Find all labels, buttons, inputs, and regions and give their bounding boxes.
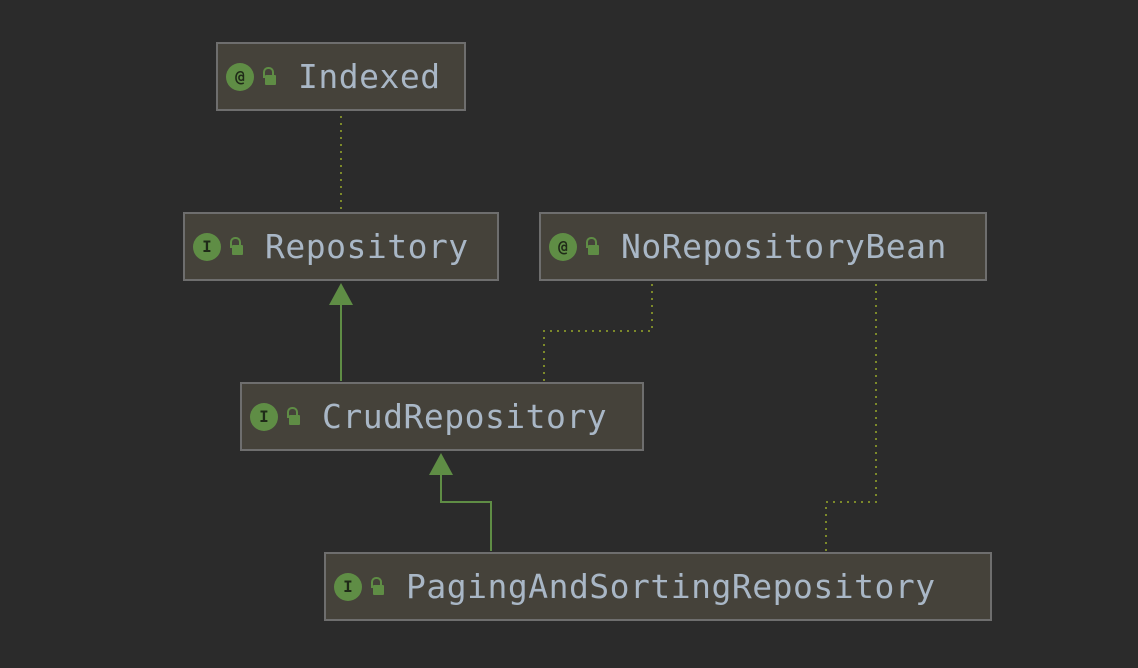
arrowhead-crud [429,453,453,475]
annotation-badge-icon: @ [226,62,254,91]
unlocked-padlock-icon [260,65,282,89]
edge-paging-crud [440,474,492,551]
node-pagingandsortingrepository[interactable]: I PagingAndSortingRepository [324,552,992,621]
unlocked-padlock-icon [227,235,249,259]
node-label: Repository [265,227,469,266]
interface-badge-icon: I [250,402,278,431]
node-indexed[interactable]: @ Indexed [216,42,466,111]
node-crudrepository[interactable]: I CrudRepository [240,382,644,451]
interface-badge-icon: I [193,232,221,261]
arrowhead-repository [329,283,353,305]
node-repository[interactable]: I Repository [183,212,499,281]
edge-paging-norepobean [825,282,877,551]
unlocked-padlock-icon [284,405,306,429]
node-norepositorybean[interactable]: @ NoRepositoryBean [539,212,987,281]
node-label: Indexed [298,57,441,96]
edge-crud-norepobean [543,282,653,381]
annotation-badge-icon: @ [549,232,577,261]
node-label: NoRepositoryBean [621,227,947,266]
node-label: PagingAndSortingRepository [406,567,936,606]
node-label: CrudRepository [322,397,608,436]
unlocked-padlock-icon [368,575,390,599]
unlocked-padlock-icon [583,235,605,259]
interface-badge-icon: I [334,572,362,601]
